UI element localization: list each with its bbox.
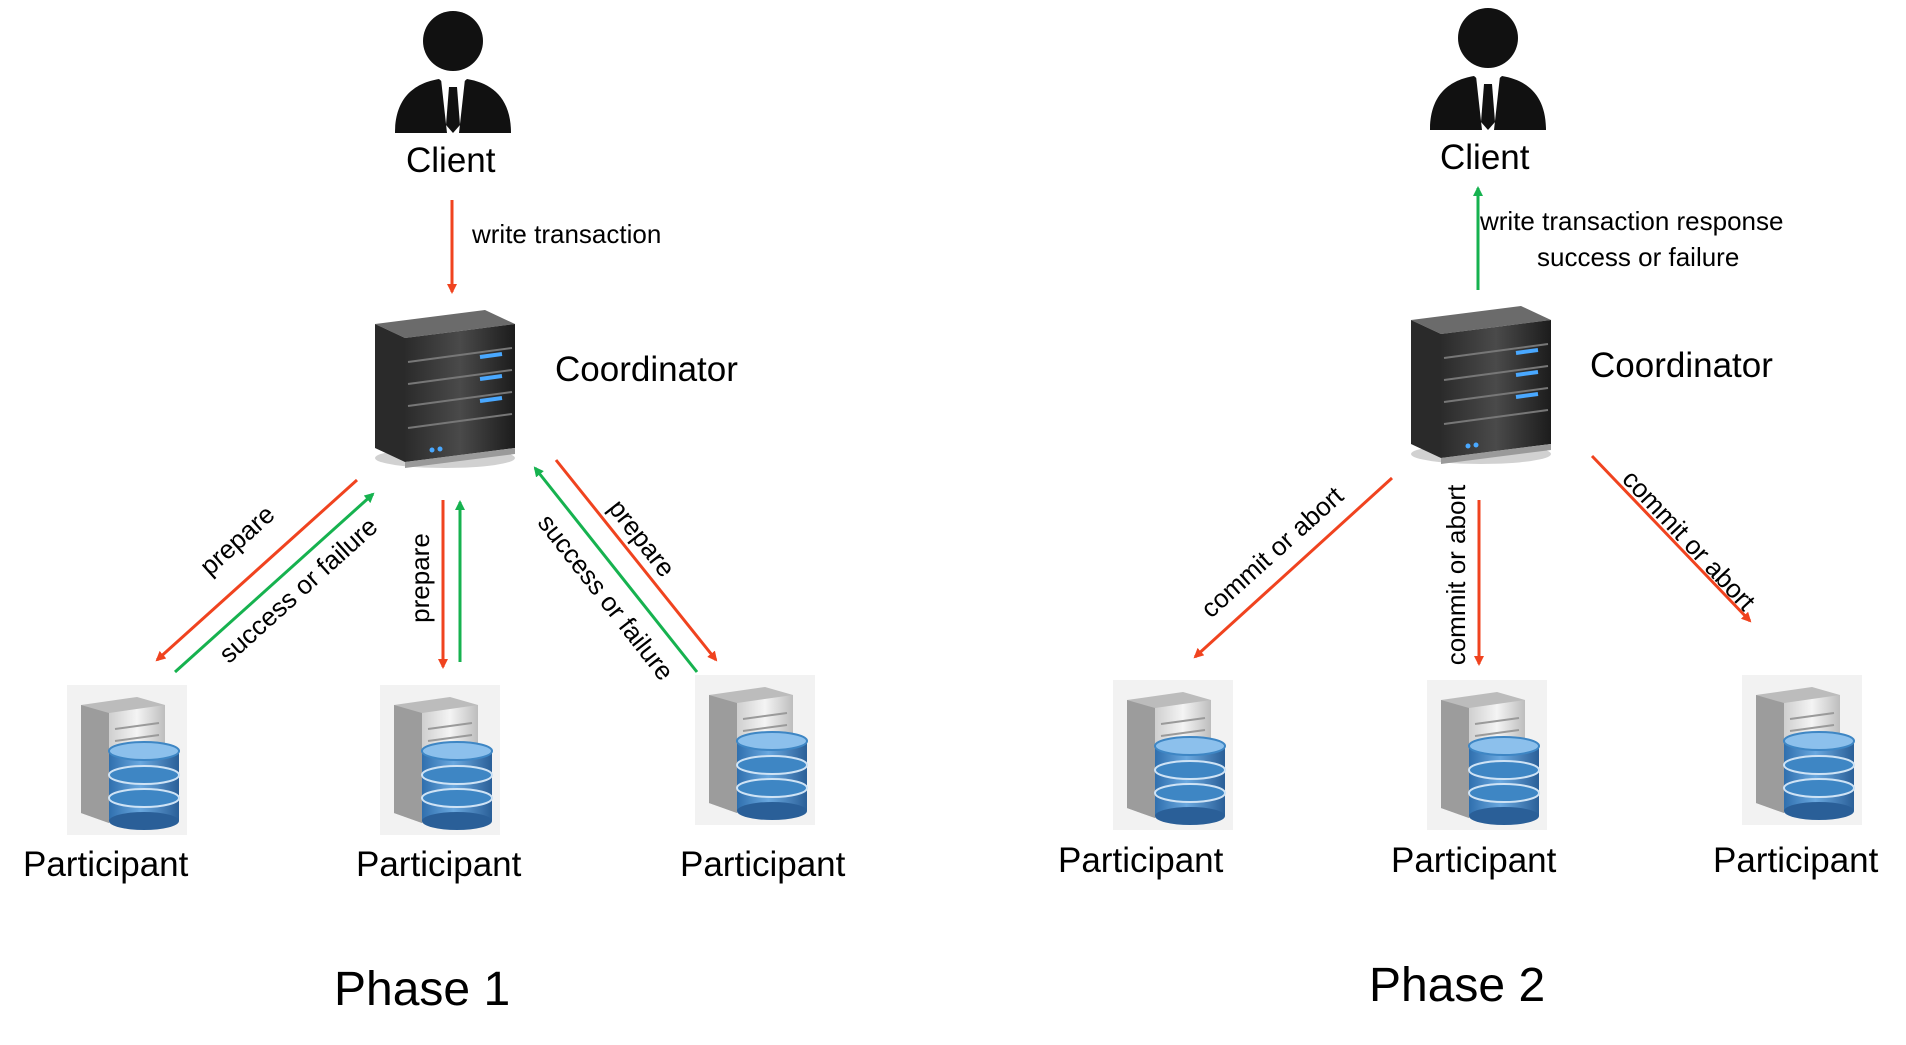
phase1-response-arrow-right bbox=[533, 466, 699, 673]
phase2-coordinator-label: Coordinator bbox=[1590, 346, 1773, 385]
phase2-decision-arrow-right bbox=[1590, 454, 1752, 623]
phase2-participant-label-1: Participant bbox=[1058, 841, 1224, 880]
phase2-participant-1-database-server-icon bbox=[1112, 679, 1234, 831]
phase1-prepare-label-middle: prepare bbox=[405, 533, 435, 623]
phase2-response-label-line1: write transaction response bbox=[1480, 206, 1784, 236]
phase1-diagram bbox=[66, 11, 816, 836]
phase1-coordinator-label: Coordinator bbox=[555, 350, 738, 389]
phase2-decision-arrow-left bbox=[1193, 476, 1394, 659]
phase1-title: Phase 1 bbox=[334, 963, 511, 1016]
phase2-participant-label-2: Participant bbox=[1391, 841, 1557, 880]
phase2-title: Phase 2 bbox=[1369, 959, 1546, 1012]
phase2-diagram bbox=[1112, 8, 1863, 831]
phase1-participant-1-database-server-icon bbox=[66, 684, 188, 836]
phase1-participant-label-3: Participant bbox=[680, 845, 846, 884]
phase1-participant-label-2: Participant bbox=[356, 845, 522, 884]
phase1-write-transaction-label: write transaction bbox=[472, 219, 662, 249]
phase1-client-label: Client bbox=[406, 141, 496, 180]
phase2-coordinator-server-rack-icon bbox=[1409, 304, 1553, 466]
phase1-participant-2-database-server-icon bbox=[379, 684, 501, 836]
phase1-client-person-icon bbox=[395, 11, 511, 133]
phase1-coordinator-server-rack-icon bbox=[373, 308, 517, 470]
phase2-decision-label-middle: commit or abort bbox=[1441, 484, 1471, 666]
phase2-participant-2-database-server-icon bbox=[1426, 679, 1548, 831]
phase1-response-arrow-left bbox=[173, 492, 375, 674]
phase1-participant-label-1: Participant bbox=[23, 845, 189, 884]
phase1-prepare-arrow-left bbox=[155, 478, 359, 662]
phase2-response-label-line2: success or failure bbox=[1537, 242, 1740, 272]
phase1-prepare-arrow-right bbox=[554, 459, 718, 662]
phase2-client-label: Client bbox=[1440, 138, 1530, 177]
phase1-participant-3-database-server-icon bbox=[694, 674, 816, 826]
phase2-client-person-icon bbox=[1430, 8, 1546, 130]
phase2-participant-label-3: Participant bbox=[1713, 841, 1879, 880]
phase2-participant-3-database-server-icon bbox=[1741, 674, 1863, 826]
